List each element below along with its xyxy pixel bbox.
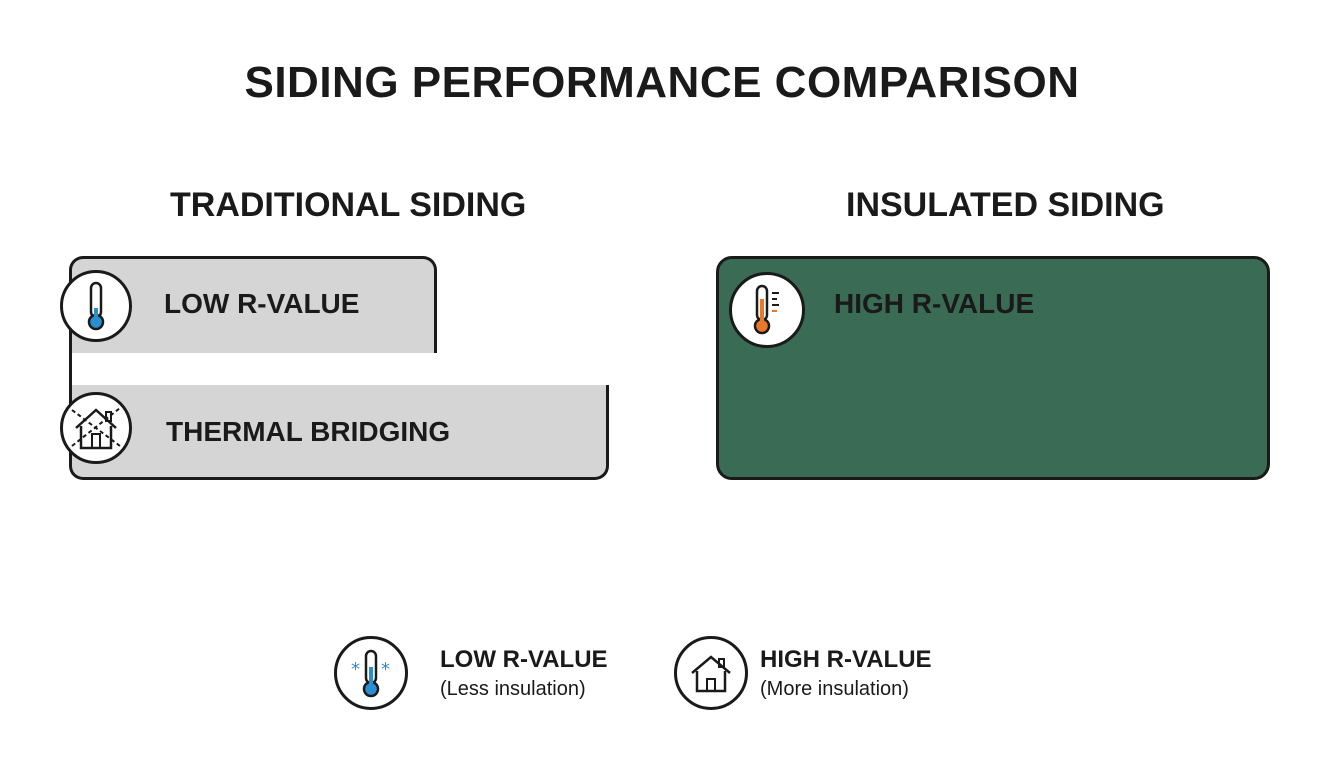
traditional-panel-gap	[69, 353, 609, 385]
insulated-heading: INSULATED SIDING	[846, 186, 1165, 224]
house-icon	[674, 636, 748, 710]
legend-sub-high: (More insulation)	[760, 678, 909, 700]
thermometer-cold-icon: * *	[334, 636, 408, 710]
legend-sub-low: (Less insulation)	[440, 678, 586, 700]
traditional-row-label: LOW R-VALUE	[164, 288, 360, 319]
legend-label-low: LOW R-VALUE	[440, 646, 608, 673]
svg-text:*: *	[351, 659, 360, 680]
thermometer-high-icon	[729, 272, 805, 348]
thermometer-low-icon	[60, 270, 132, 342]
traditional-heading: TRADITIONAL SIDING	[170, 186, 527, 224]
svg-text:*: *	[381, 659, 390, 680]
insulated-row-label: HIGH R-VALUE	[834, 288, 1035, 319]
insulated-panel	[716, 256, 1270, 480]
traditional-row-label: THERMAL BRIDGING	[166, 416, 451, 447]
legend-label-high: HIGH R-VALUE	[760, 646, 932, 673]
page-title: SIDING PERFORMANCE COMPARISON	[244, 58, 1080, 107]
house-heat-loss-icon	[60, 392, 132, 464]
